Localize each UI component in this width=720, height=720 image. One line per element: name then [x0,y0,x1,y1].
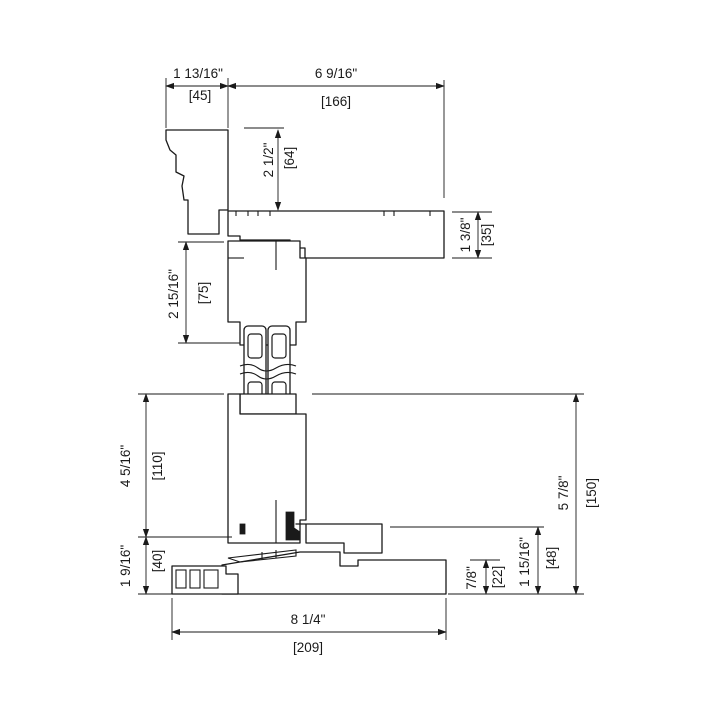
sill-section [171,523,447,595]
sill-width-metric: [209] [293,640,323,655]
overall-jamb-imperial: 6 9/16" [315,66,358,81]
head-height-metric: [64] [282,147,297,170]
lower-sash-top-rail [239,393,297,415]
upper-sash [227,240,307,346]
upper-glass-metric: [75] [196,282,211,305]
head-height-imperial: 2 1/2" [261,142,276,177]
sill-weatherstrip [285,511,301,541]
casing-width-metric: [45] [189,88,212,103]
spacer-right [271,333,287,359]
interlock-break [239,363,297,380]
upper-glass-imperial: 2 15/16" [166,269,181,319]
sill-height-metric: [48] [544,547,559,570]
total-height-metric: [150] [584,478,599,508]
interior-stool [295,523,383,554]
jamb-thickness-metric: [35] [479,224,494,247]
dimension-lines [142,82,580,636]
total-height-imperial: 5 7/8" [556,475,571,510]
sill-height-imperial: 1 15/16" [517,537,532,587]
spacer-left [247,333,263,359]
head-section [165,129,445,271]
extension-lines [138,78,584,640]
sill-rise-imperial: 1 9/16" [118,545,133,588]
lower-glass-metric: [110] [150,451,165,480]
sill-step-metric: [22] [490,566,505,589]
sash-clip [239,523,246,535]
sill-main [221,551,447,595]
sill-width-imperial: 8 1/4" [291,612,326,627]
lower-sash-frame [227,393,307,544]
casing-moulding [165,129,229,235]
lower-sash [227,393,307,544]
meeting-rail [239,325,297,415]
sill-rise-metric: [40] [150,550,165,573]
overall-jamb-metric: [166] [321,94,351,109]
upper-sash-frame [227,240,307,346]
sill-step-imperial: 7/8" [464,566,479,590]
lower-glass-imperial: 4 5/16" [118,445,133,488]
jamb-thickness-imperial: 1 3/8" [458,217,473,252]
dimension-labels: 1 13/16" [45] 6 9/16" [166] 2 1/2" [64] … [118,66,599,655]
casing-width-imperial: 1 13/16" [173,66,223,81]
